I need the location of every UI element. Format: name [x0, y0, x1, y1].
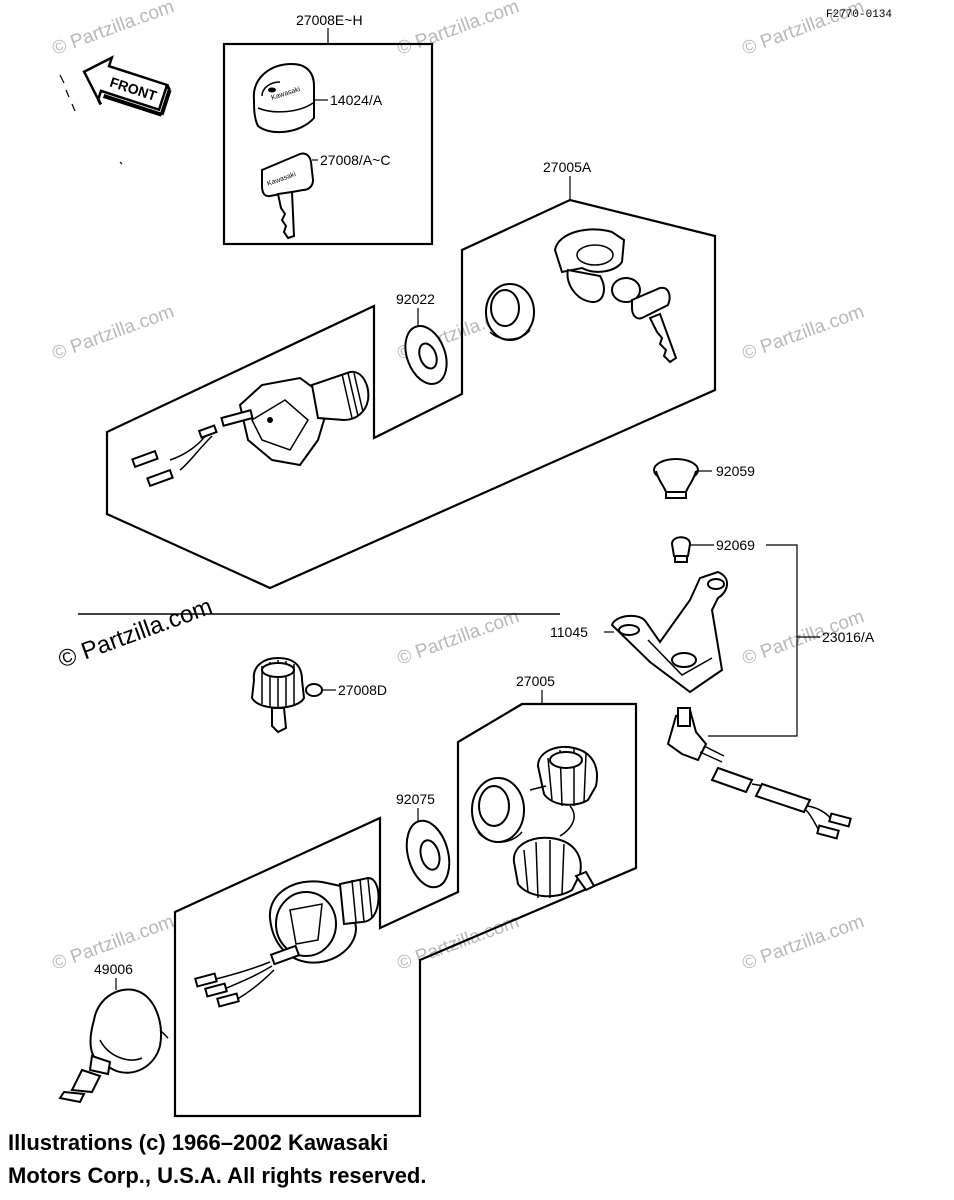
key-cap: Kawasaki	[252, 62, 315, 134]
label-92075: 92075	[396, 791, 435, 807]
label-27008D: 27008D	[338, 682, 387, 698]
key-set-box	[222, 42, 434, 246]
label-27008EH: 27008E~H	[296, 12, 363, 28]
copyright-notice: Illustrations (c) 1966–2002 Kawasaki Mot…	[8, 1126, 426, 1192]
label-27008AC: 27008/A~C	[320, 152, 390, 168]
nut-lower	[471, 777, 525, 843]
washer-92075	[405, 819, 451, 889]
label-49006: 49006	[94, 961, 133, 977]
cap-with-key-upper	[553, 228, 678, 364]
bulb-92069	[670, 536, 692, 563]
watermark: © Partzilla.com	[50, 301, 177, 365]
bracket-11045	[610, 570, 728, 694]
washer-92022	[404, 325, 448, 385]
label-92022: 92022	[396, 291, 435, 307]
watermark-main: © Partzilla.com	[55, 593, 216, 674]
copyright-line-2: Motors Corp., U.S.A. All rights reserved…	[8, 1163, 427, 1188]
watermark: © Partzilla.com	[740, 301, 867, 365]
watermark: © Partzilla.com	[395, 0, 522, 60]
cap-with-strap-lower	[512, 746, 598, 899]
label-92059: 92059	[716, 463, 755, 479]
label-23016A: 23016/A	[822, 629, 875, 645]
key-cap-27008D	[250, 656, 323, 734]
socket-wire-assembly	[666, 707, 852, 840]
scratch-marks	[59, 74, 123, 165]
label-92069: 92069	[716, 537, 755, 553]
key: Kawasaki	[261, 152, 315, 240]
socket-92059	[653, 458, 699, 499]
bracket-line-23016A	[708, 544, 798, 737]
watermark: © Partzilla.com	[50, 0, 177, 60]
nut-upper	[485, 283, 535, 341]
label-27005: 27005	[516, 673, 555, 689]
label-14024A: 14024/A	[330, 92, 383, 108]
watermark: © Partzilla.com	[395, 606, 522, 670]
ignition-assembly-box-lower	[173, 702, 638, 1118]
watermark: © Partzilla.com	[740, 911, 867, 975]
label-27005A: 27005A	[543, 159, 592, 175]
ignition-assembly-box-upper	[105, 198, 717, 590]
label-11045: 11045	[550, 624, 588, 640]
figure-reference: F2770-0134	[826, 9, 892, 21]
ignition-switch-upper	[131, 370, 370, 488]
switch-49006	[58, 988, 169, 1104]
copyright-line-1: Illustrations (c) 1966–2002 Kawasaki	[8, 1130, 389, 1155]
ignition-switch-lower	[194, 876, 380, 1008]
front-arrow: FRONT	[82, 55, 172, 117]
